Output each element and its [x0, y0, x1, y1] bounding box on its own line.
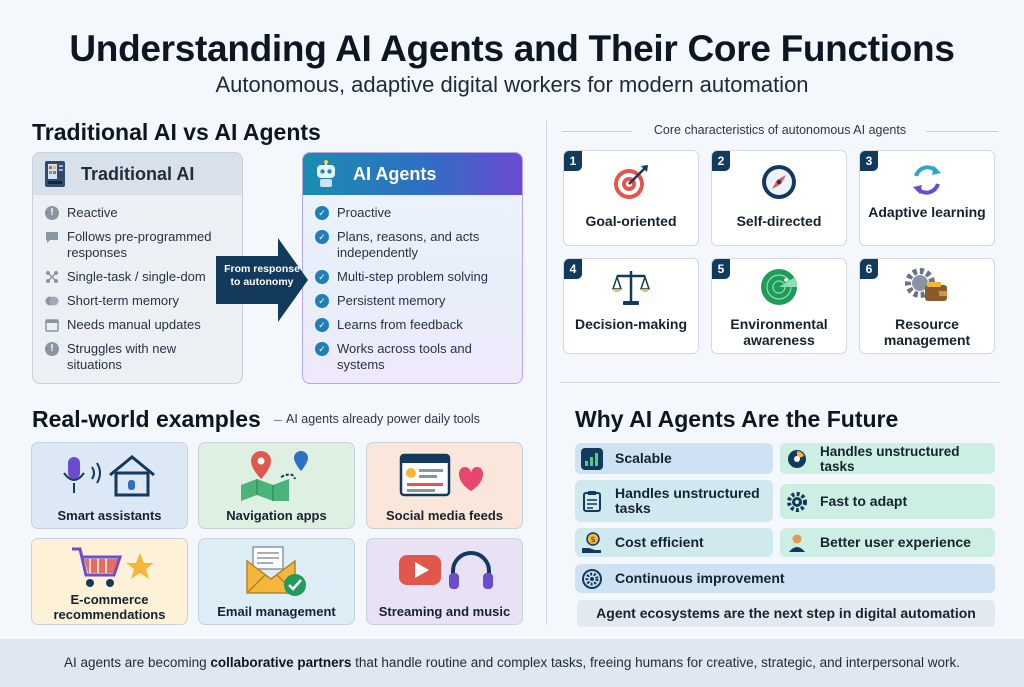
warning-icon: !	[45, 342, 59, 356]
footer-band	[0, 639, 1024, 687]
characteristic-card-environmental: 5 Environmental awareness	[711, 258, 847, 354]
page-subtitle: Autonomous, adaptive digital workers for…	[215, 72, 809, 97]
future-item-cost: $ Cost efficient	[575, 528, 773, 557]
list-item: ✓Plans, reasons, and acts independently	[315, 229, 514, 261]
traditional-ai-title: Traditional AI	[81, 163, 195, 184]
card-number: 1	[564, 151, 582, 171]
card-number: 6	[860, 259, 878, 279]
characteristics-heading: Core characteristics of autonomous AI ag…	[653, 123, 907, 137]
comparison-section-title: Traditional AI vs AI Agents	[32, 119, 321, 145]
check-icon: ✓	[315, 342, 329, 356]
network-icon	[46, 271, 58, 283]
clipboard-icon	[581, 490, 603, 512]
brain-icon	[45, 296, 59, 306]
examples-tagline: AI agents already power daily tools	[286, 412, 480, 426]
transition-arrow-icon	[216, 238, 308, 322]
card-number: 5	[712, 259, 730, 279]
vending-machine-icon	[45, 161, 65, 187]
transition-arrow-label: From response to autonomy	[224, 263, 300, 288]
traditional-ai-header: Traditional AI	[33, 153, 242, 195]
check-icon: ✓	[315, 230, 329, 244]
ai-agents-list: ✓Proactive ✓Plans, reasons, and acts ind…	[303, 195, 522, 373]
example-card-ecommerce: E-commerce recommendations	[31, 538, 188, 625]
cart-star-icon	[72, 547, 154, 587]
chat-bubble-icon	[46, 232, 58, 243]
pie-chart-icon	[786, 448, 808, 470]
envelope-check-icon	[246, 546, 306, 596]
list-item: !Struggles with new situations	[45, 341, 234, 373]
ai-agents-header: AI Agents	[303, 153, 522, 195]
check-icon: ✓	[315, 206, 329, 220]
map-pin-icon	[241, 451, 308, 501]
bar-chart-icon	[581, 447, 603, 470]
characteristic-card-adaptive: 3 Adaptive learning	[859, 150, 995, 246]
card-number: 3	[860, 151, 878, 171]
characteristic-card-resource: 6 Resource management	[859, 258, 995, 354]
list-item: !Reactive	[45, 205, 234, 221]
balance-scale-icon	[611, 271, 651, 305]
future-section-title: Why AI Agents Are the Future	[575, 406, 899, 432]
list-item: Follows pre-programmed responses	[45, 229, 234, 261]
gear-icon	[786, 491, 808, 513]
check-icon: ✓	[315, 270, 329, 284]
list-item: ✓Persistent memory	[315, 293, 514, 309]
robot-icon	[317, 160, 335, 187]
page-title: Understanding AI Agents and Their Core F…	[69, 28, 955, 69]
feed-heart-icon	[399, 453, 484, 497]
check-icon: ✓	[315, 294, 329, 308]
cycle-arrows-icon	[913, 165, 941, 195]
traditional-ai-card: Traditional AI !Reactive Follows pre-pro…	[32, 152, 243, 384]
info-icon: !	[45, 206, 59, 220]
examples-section-title: Real-world examples	[32, 406, 261, 432]
characteristic-card-goal: 1 Goal-oriented	[563, 150, 699, 246]
card-number: 2	[712, 151, 730, 171]
future-item-continuous: Continuous improvement	[575, 564, 995, 593]
calendar-icon	[45, 319, 59, 332]
list-item: Short-term memory	[45, 293, 234, 309]
list-item: Needs manual updates	[45, 317, 234, 333]
characteristic-card-decision: 4 Decision-making	[563, 258, 699, 354]
example-card-navigation: Navigation apps	[198, 442, 355, 529]
vertical-divider	[546, 120, 547, 625]
future-item-user-experience: Better user experience	[780, 528, 995, 557]
heading-rule-right	[926, 131, 998, 132]
example-card-streaming: Streaming and music	[366, 538, 523, 625]
target-icon	[614, 165, 648, 199]
ai-agents-title: AI Agents	[353, 163, 437, 184]
list-item: Single-task / single-dom	[45, 269, 234, 285]
heading-rule-left	[562, 131, 632, 132]
example-card-email: Email management	[198, 538, 355, 625]
coin-hand-icon: $	[581, 531, 603, 554]
list-item: ✓Learns from feedback	[315, 317, 514, 333]
future-item-unstructured-a: Handles unstructured tasks	[780, 443, 995, 474]
future-item-unstructured-b: Handles unstructured tasks	[575, 480, 773, 522]
future-item-fast-adapt: Fast to adapt	[780, 484, 995, 519]
footer-text: AI agents are becoming collaborative par…	[64, 655, 960, 670]
microphone-home-icon	[63, 455, 155, 497]
list-item: ✓Proactive	[315, 205, 514, 221]
future-note: Agent ecosystems are the next step in di…	[577, 600, 995, 627]
traditional-ai-list: !Reactive Follows pre-programmed respons…	[33, 195, 242, 373]
gear-wallet-icon	[905, 268, 947, 301]
svg-text:$: $	[590, 535, 595, 544]
horizontal-divider	[560, 382, 1000, 383]
list-item: ✓Multi-step problem solving	[315, 269, 514, 285]
tagline-dash	[274, 420, 282, 421]
radar-icon	[761, 269, 798, 305]
play-headphones-icon	[399, 551, 493, 589]
card-number: 4	[564, 259, 582, 279]
list-item: ✓Works across tools and systems	[315, 341, 514, 373]
future-item-scalable: Scalable	[575, 443, 773, 474]
user-icon	[786, 532, 808, 554]
characteristic-card-self-directed: 2 Self-directed	[711, 150, 847, 246]
example-card-social-media: Social media feeds	[366, 442, 523, 529]
example-card-smart-assistants: Smart assistants	[31, 442, 188, 529]
gear-cycle-icon	[581, 568, 603, 590]
compass-icon	[762, 165, 796, 199]
check-icon: ✓	[315, 318, 329, 332]
ai-agents-card: AI Agents ✓Proactive ✓Plans, reasons, an…	[302, 152, 523, 384]
